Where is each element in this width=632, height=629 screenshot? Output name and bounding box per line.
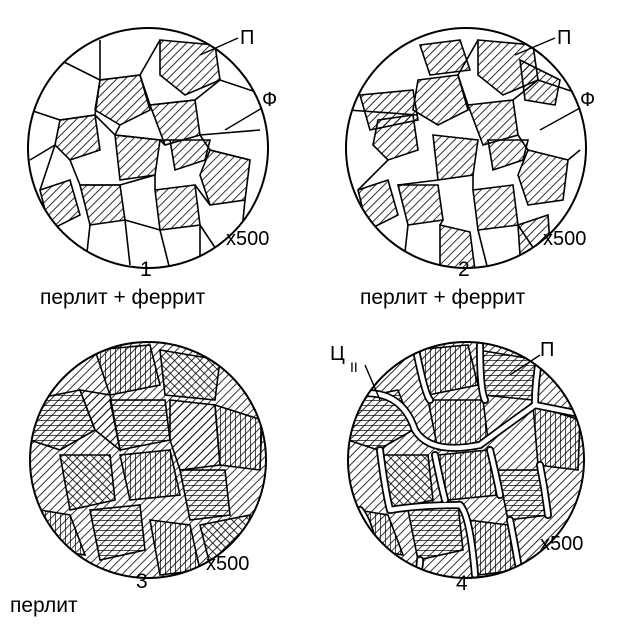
panel-1-label-p: П xyxy=(240,27,254,49)
panel-4-circle xyxy=(347,341,585,579)
panel-1-leader-f xyxy=(224,107,263,131)
panel-4-label-p: П xyxy=(540,339,554,361)
panel-1-leader-p xyxy=(199,37,239,56)
panel-3: x500 3 перлит xyxy=(10,341,267,617)
panel-1: П Ф x500 1 перлит + феррит xyxy=(27,27,277,309)
panel-1-number: 1 xyxy=(140,258,152,281)
panel-4-label-c: Ц xyxy=(330,343,345,365)
panel-2-magnification: x500 xyxy=(543,228,586,250)
panel-3-caption: перлит xyxy=(10,594,78,617)
panel-3-magnification: x500 xyxy=(206,553,249,575)
panel-2-leader-f xyxy=(539,107,581,131)
panel-2-circle xyxy=(345,27,587,269)
panel-2-grains xyxy=(347,39,584,268)
panel-4-leader-c xyxy=(364,364,381,401)
panel-4: Ц II П x500 4 xyxy=(330,339,585,595)
panel-4-magnification: x500 xyxy=(540,533,583,555)
panel-4-label-c-subscript: II xyxy=(350,359,358,375)
panel-2-label-p: П xyxy=(557,27,571,49)
panel-2-number: 2 xyxy=(458,258,470,281)
panel-2-caption: перлит + феррит xyxy=(360,286,526,309)
panel-4-number: 4 xyxy=(456,572,468,595)
panel-2: П Ф x500 2 перлит + феррит xyxy=(345,27,595,309)
panel-3-circle xyxy=(29,341,267,579)
panel-1-circle xyxy=(27,27,269,269)
panel-4-leader-p xyxy=(509,354,541,376)
panel-2-leader-p xyxy=(514,37,556,56)
panel-3-number: 3 xyxy=(136,570,148,593)
panel-3-grains xyxy=(30,342,266,578)
panel-1-grains xyxy=(29,39,266,268)
panel-1-label-f: Ф xyxy=(262,89,277,111)
panel-1-caption: перлит + феррит xyxy=(40,286,206,309)
panel-2-label-f: Ф xyxy=(580,89,595,111)
panel-1-magnification: x500 xyxy=(226,228,269,250)
